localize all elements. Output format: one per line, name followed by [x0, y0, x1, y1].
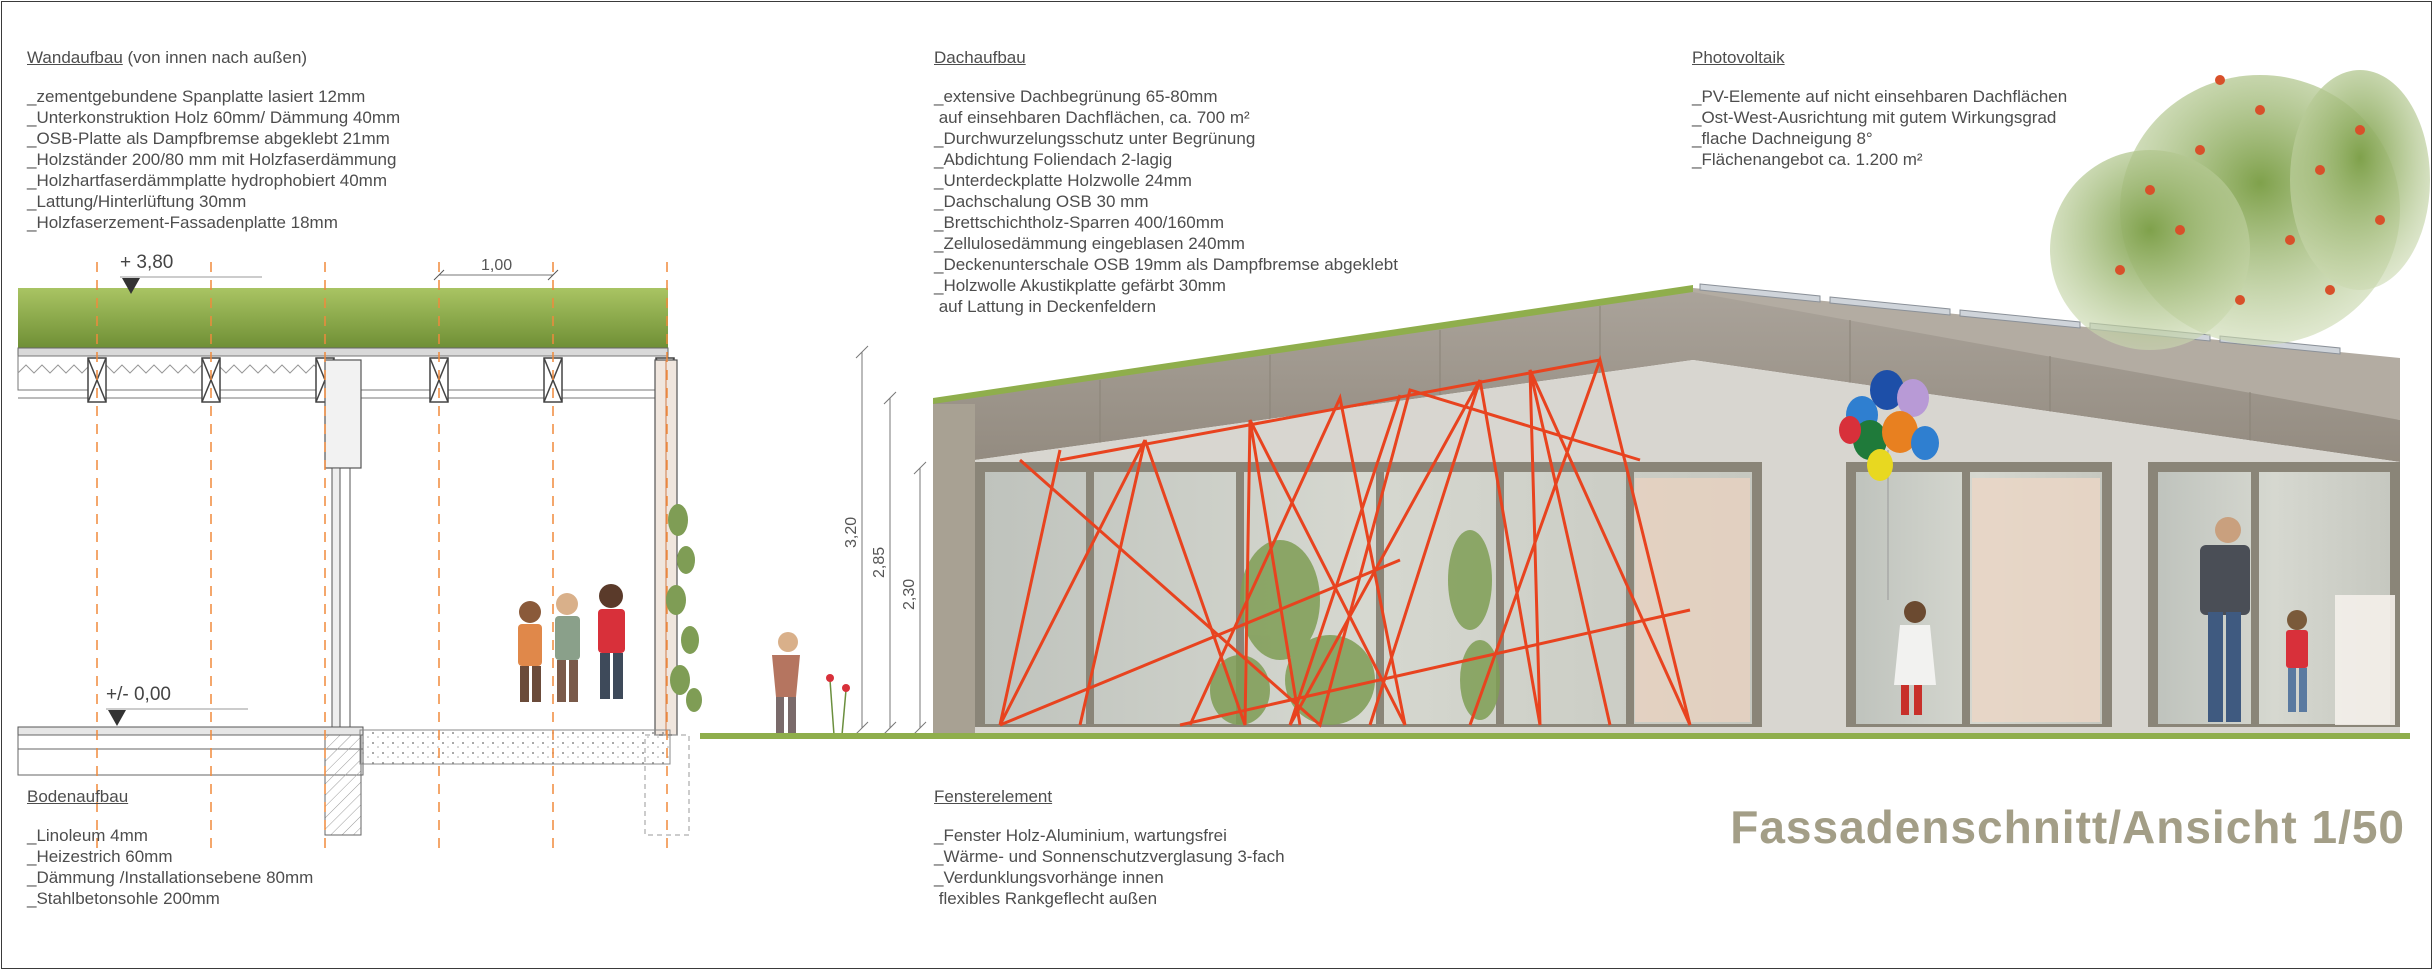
- wandaufbau-item: _Lattung/Hinterlüftung 30mm: [27, 192, 247, 211]
- wandaufbau-item: _Holzständer 200/80 mm mit Holzfaserdämm…: [27, 150, 397, 169]
- dim-label-2-30: 2,30: [901, 579, 918, 610]
- dachaufbau-item: auf Lattung in Deckenfeldern: [934, 297, 1157, 316]
- section-drawing: [17, 262, 850, 850]
- roof-back-plane: [1693, 288, 2400, 420]
- green-roof-section: [18, 288, 668, 348]
- dachaufbau-item: _Unterdeckplatte Holzwolle 24mm: [934, 171, 1192, 190]
- dachaufbau-item: _Dachschalung OSB 30 mm: [934, 192, 1149, 211]
- wandaufbau-block: Wandaufbau (von innen nach außen) _zemen…: [27, 47, 400, 233]
- fensterelement-block: Fensterelement _Fenster Holz-Aluminium, …: [934, 786, 1285, 909]
- photovoltaik-item: _Ost-West-Ausrichtung mit gutem Wirkungs…: [1692, 108, 2057, 127]
- roof-front-plane: [933, 292, 2400, 462]
- dachaufbau-item: _Brettschichtholz-Sparren 400/160mm: [934, 213, 1225, 232]
- drawing-title: Fassadenschnitt/Ansicht 1/50: [1730, 801, 2405, 853]
- inner-wall: [324, 359, 362, 469]
- children-group: [518, 584, 800, 737]
- dim-label-3-20: 3,20: [843, 517, 860, 548]
- fensterelement-item: _Verdunklungsvorhänge innen: [934, 868, 1164, 887]
- bodenaufbau-item: _Dämmung /Installationsebene 80mm: [27, 868, 314, 887]
- dachaufbau-item: _extensive Dachbegrünung 65-80mm: [934, 87, 1218, 106]
- height-dimensions: [852, 345, 935, 735]
- dachaufbau-item: _Zellulosedämmung eingeblasen 240mm: [934, 234, 1245, 253]
- roof-slab: [17, 347, 669, 357]
- dachaufbau-heading: Dachaufbau: [934, 48, 1026, 67]
- climbing-plant: [666, 504, 702, 712]
- facade-wall: [933, 404, 975, 735]
- wandaufbau-item: _zementgebundene Spanplatte lasiert 12mm: [27, 87, 366, 106]
- wandaufbau-item: _OSB-Platte als Dampfbremse abgeklebt 21…: [27, 129, 390, 148]
- gravel-bed: [359, 729, 671, 765]
- curtain: [1635, 478, 1750, 722]
- photovoltaik-item: _PV-Elemente auf nicht einsehbaren Dachf…: [1692, 87, 2068, 106]
- dachaufbau-block: Dachaufbau _extensive Dachbegrünung 65-8…: [934, 47, 1398, 317]
- dachaufbau-item: _Holzwolle Akustikplatte gefärbt 30mm: [934, 276, 1226, 295]
- floor-slab: [17, 726, 364, 736]
- bodenaufbau-item: _Linoleum 4mm: [27, 826, 148, 845]
- wandaufbau-heading: Wandaufbau (von innen nach außen): [27, 48, 308, 67]
- photovoltaik-block: Photovoltaik _PV-Elemente auf nicht eins…: [1692, 47, 2067, 170]
- level-label-floor: +/- 0,00: [106, 684, 171, 705]
- facade-elevation: [700, 70, 2430, 739]
- dachaufbau-item: _Durchwurzelungsschutz unter Begrünung: [934, 129, 1256, 148]
- poppies: [826, 674, 850, 736]
- adult-walking: [2200, 517, 2308, 722]
- fensterelement-heading: Fensterelement: [934, 787, 1053, 806]
- bodenaufbau-heading: Bodenaufbau: [27, 787, 129, 806]
- ground-line: [700, 733, 2410, 739]
- photovoltaik-item: _flache Dachneigung 8°: [1692, 129, 1873, 148]
- bodenaufbau-item: _Stahlbetonsohle 200mm: [27, 889, 220, 908]
- fensterelement-item: flexibles Rankgeflecht außen: [934, 889, 1158, 908]
- fensterelement-item: _Wärme- und Sonnenschutzverglasung 3-fac…: [934, 847, 1285, 866]
- rope-net: [998, 354, 1692, 728]
- bodenaufbau-block: Bodenaufbau _Linoleum 4mm _Heizestrich 6…: [27, 786, 313, 909]
- apple-tree: [2050, 70, 2430, 350]
- child-with-balloons: [1894, 601, 1936, 715]
- dim-label-2-85: 2,85: [871, 547, 888, 578]
- fensterelement-item: _Fenster Holz-Aluminium, wartungsfrei: [934, 826, 1227, 845]
- wandaufbau-item: _Unterkonstruktion Holz 60mm/ Dämmung 40…: [27, 108, 401, 127]
- level-marker-floor: [108, 710, 126, 726]
- facade-plants: [1210, 530, 1500, 725]
- balloons: [1839, 370, 1939, 600]
- dachaufbau-item: auf einsehbaren Dachflächen, ca. 700 m²: [934, 108, 1250, 127]
- bodenaufbau-item: _Heizestrich 60mm: [27, 847, 173, 866]
- dachaufbau-item: _Deckenunterschale OSB 19mm als Dampfbre…: [934, 255, 1398, 274]
- dim-label-spacing: 1,00: [481, 257, 512, 274]
- axis-lines: [96, 262, 668, 850]
- photovoltaik-heading: Photovoltaik: [1692, 48, 1785, 67]
- wandaufbau-item: _Holzfaserzement-Fassadenplatte 18mm: [27, 213, 338, 232]
- dachaufbau-item: _Abdichtung Foliendach 2-lagig: [934, 150, 1173, 169]
- level-label-top: + 3,80: [120, 252, 173, 273]
- wandaufbau-item: _Holzhartfaserdämmplatte hydrophobiert 4…: [27, 171, 388, 190]
- photovoltaik-item: _Flächenangebot ca. 1.200 m²: [1692, 150, 1923, 169]
- level-marker-top: [122, 278, 140, 294]
